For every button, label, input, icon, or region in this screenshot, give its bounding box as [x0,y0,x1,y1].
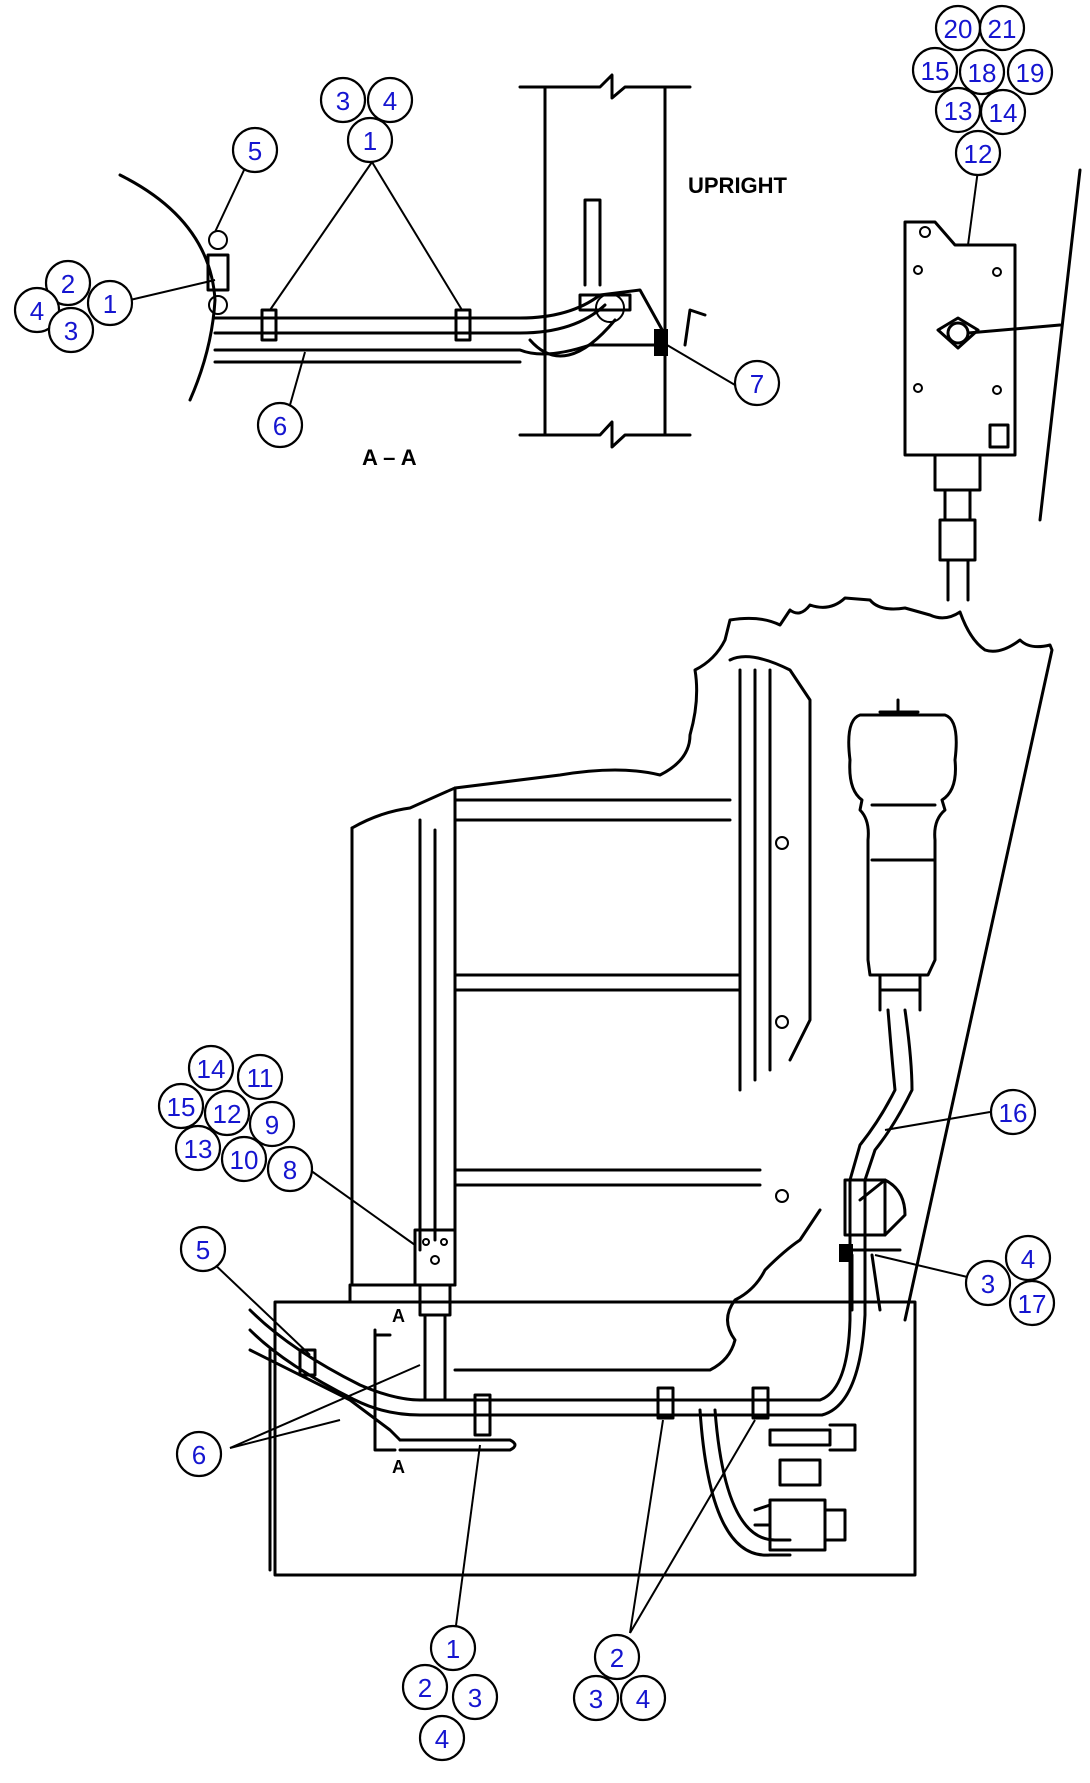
svg-text:20: 20 [944,14,973,44]
callout-6: 6 [256,401,304,449]
callout-4: 4 [1004,1234,1052,1282]
section-a-a-view: UPRIGHT A – A [118,73,788,470]
svg-text:3: 3 [64,316,78,346]
callout-15: 15 [911,46,959,94]
callout-6: 6 [175,1430,223,1478]
callout-5: 5 [231,126,279,174]
svg-text:11: 11 [247,1063,274,1093]
svg-text:4: 4 [435,1724,449,1754]
section-marker-bottom: A [392,1457,405,1477]
svg-text:3: 3 [589,1684,603,1714]
callout-15: 15 [157,1082,205,1130]
svg-text:17: 17 [1018,1289,1047,1319]
svg-text:2: 2 [610,1643,624,1673]
callout-3: 3 [47,306,95,354]
svg-text:3: 3 [981,1269,995,1299]
svg-text:9: 9 [265,1110,279,1140]
svg-text:5: 5 [248,136,262,166]
callout-3: 3 [451,1673,499,1721]
callout-4: 4 [619,1674,667,1722]
callout-2: 2 [401,1663,449,1711]
svg-text:13: 13 [184,1134,213,1164]
callout-12: 12 [954,129,1002,177]
callout-7: 7 [733,359,781,407]
callout-2: 2 [593,1633,641,1681]
svg-text:6: 6 [273,411,287,441]
section-label: A – A [362,445,417,470]
svg-text:16: 16 [999,1098,1028,1128]
callout-8: 8 [266,1145,314,1193]
svg-text:21: 21 [988,14,1017,44]
callout-14: 14 [187,1044,235,1092]
callout-18: 18 [958,48,1006,96]
svg-text:1: 1 [103,289,117,319]
callout-4: 4 [13,286,61,334]
svg-text:5: 5 [196,1235,210,1265]
svg-text:7: 7 [750,369,764,399]
callout-12: 12 [203,1089,251,1137]
callout-20: 20 [934,4,982,52]
callout-9: 9 [248,1100,296,1148]
svg-text:6: 6 [192,1440,206,1470]
callout-10: 10 [220,1135,268,1183]
switch-detail-view [903,168,1082,602]
callout-1: 1 [86,279,134,327]
svg-text:1: 1 [446,1634,460,1664]
svg-text:10: 10 [230,1145,259,1175]
svg-text:12: 12 [964,139,993,169]
callout-4: 4 [366,76,414,124]
svg-text:15: 15 [167,1092,196,1122]
callout-11: 11 [236,1053,284,1101]
section-marker-top: A [392,1306,405,1326]
callout-3: 3 [964,1259,1012,1307]
svg-text:19: 19 [1016,58,1045,88]
callout-16: 16 [989,1088,1037,1136]
callout-13: 13 [934,86,982,134]
svg-text:4: 4 [636,1684,650,1714]
callout-21: 21 [978,4,1026,52]
callout-3: 3 [572,1674,620,1722]
svg-text:1: 1 [363,126,377,156]
svg-text:4: 4 [1021,1244,1035,1274]
callout-19: 19 [1006,48,1054,96]
callout-5: 5 [179,1225,227,1273]
callout-4: 4 [418,1714,466,1762]
svg-text:2: 2 [418,1673,432,1703]
svg-text:4: 4 [383,86,397,116]
callout-3: 3 [319,76,367,124]
main-assembly-view: A A [209,596,1054,1634]
callout-13: 13 [174,1124,222,1172]
callout-17: 17 [1008,1279,1056,1327]
callout-2: 2 [44,259,92,307]
upright-label: UPRIGHT [688,173,788,198]
svg-text:8: 8 [283,1155,297,1185]
callout-1: 1 [346,116,394,164]
svg-text:18: 18 [968,58,997,88]
svg-text:2: 2 [61,269,75,299]
callout-1: 1 [429,1624,477,1672]
svg-text:4: 4 [30,296,44,326]
svg-text:12: 12 [213,1099,242,1129]
svg-text:14: 14 [989,98,1018,128]
callout-14: 14 [979,88,1027,136]
svg-text:15: 15 [921,56,950,86]
svg-text:3: 3 [468,1683,482,1713]
svg-text:3: 3 [336,86,350,116]
svg-text:14: 14 [197,1054,226,1084]
svg-text:13: 13 [944,96,973,126]
